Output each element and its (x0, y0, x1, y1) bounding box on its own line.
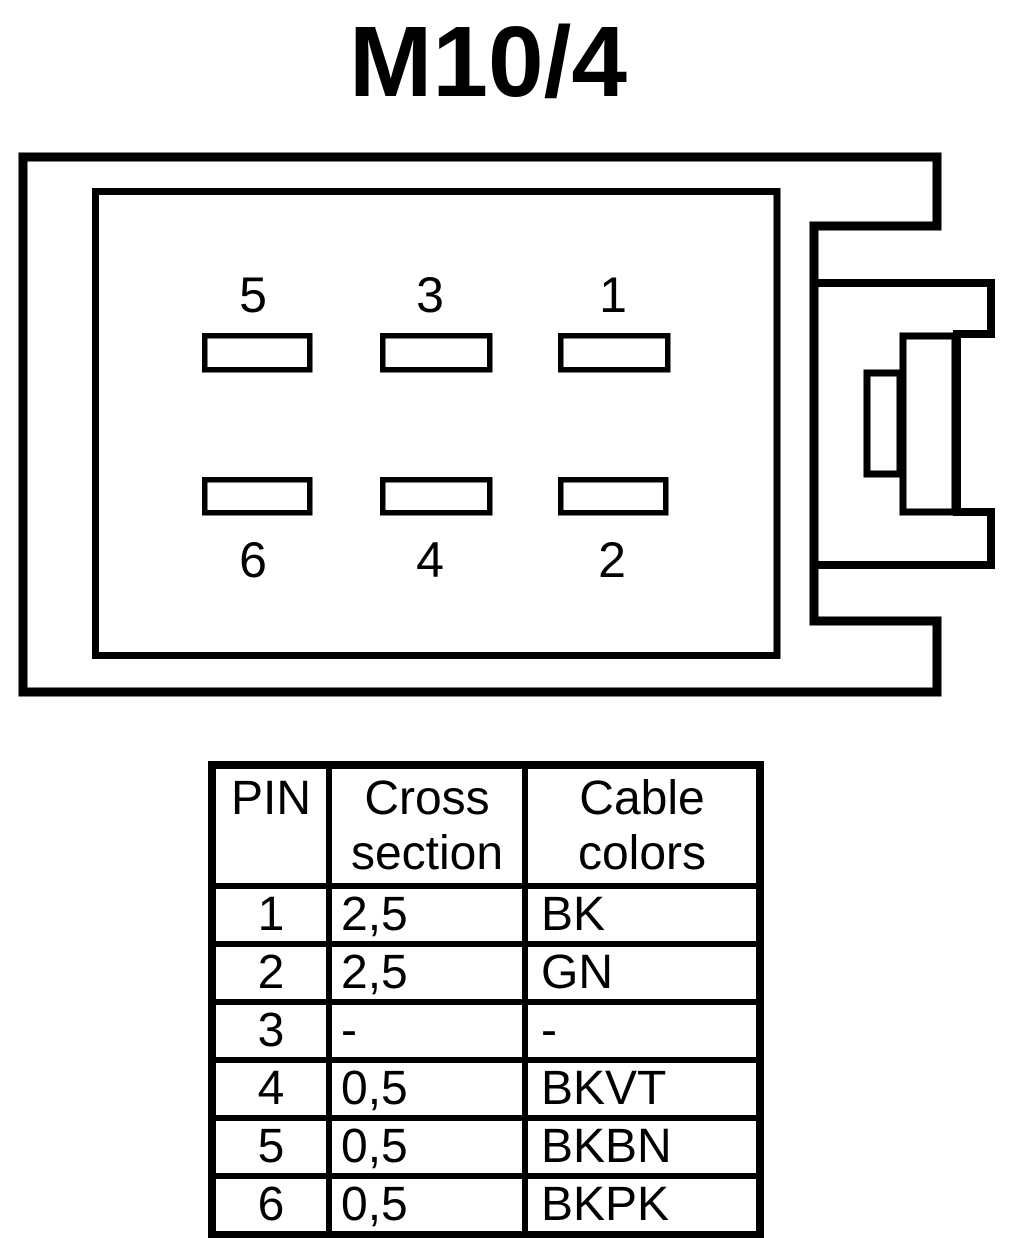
cell-pin: 1 (209, 883, 332, 947)
pin-slot-5 (201, 332, 313, 373)
pin-label-3: 3 (416, 267, 444, 323)
pin-label-4: 4 (416, 532, 444, 588)
cell-pin: 6 (209, 1173, 332, 1238)
cell-cable-color: BK (522, 883, 763, 947)
pin-slot-4 (379, 476, 493, 516)
table-row: 3 - - (209, 999, 763, 1063)
pin-label-1: 1 (599, 267, 627, 323)
cell-cross-section: - (326, 999, 528, 1063)
connector-body-outline (18, 152, 942, 697)
table-row: 1 2,5 BK (209, 883, 763, 947)
pin-slot-1 (557, 332, 671, 373)
table-row: 6 0,5 BKPK (209, 1173, 763, 1238)
pin-table-header-color: Cable colors (522, 762, 763, 889)
pin-table: PIN Cross section Cable colors 1 2,5 BK … (208, 761, 764, 1238)
table-row: 4 0,5 BKVT (209, 1057, 763, 1121)
header-row: PIN Cross section Cable colors (209, 762, 763, 889)
pin-slot-3 (379, 332, 493, 373)
pin-slot-2 (557, 476, 669, 516)
pin-table-header-cross: Cross section (326, 762, 528, 889)
cell-pin: 2 (209, 941, 332, 1005)
cell-cable-color: BKBN (522, 1115, 763, 1179)
cell-cross-section: 2,5 (326, 941, 528, 1005)
table-row: 2 2,5 GN (209, 941, 763, 1005)
pin-label-5: 5 (239, 267, 267, 323)
cell-pin: 4 (209, 1057, 332, 1121)
cell-cross-section: 0,5 (326, 1057, 528, 1121)
page-title: M10/4 (349, 6, 627, 118)
cell-cable-color: GN (522, 941, 763, 1005)
cell-cable-color: BKPK (522, 1173, 763, 1238)
connector-inner-face (92, 188, 781, 659)
latch-tab (863, 369, 904, 478)
cell-cross-section: 0,5 (326, 1115, 528, 1179)
latch-plate (899, 332, 959, 516)
connector-diagram: 5 3 1 6 4 2 (18, 152, 995, 697)
cell-pin: 5 (209, 1115, 332, 1179)
cell-pin: 3 (209, 999, 332, 1063)
cell-cross-section: 2,5 (326, 883, 528, 947)
pin-table-header-pin: PIN (209, 762, 332, 889)
pin-label-2: 2 (598, 532, 626, 588)
cell-cable-color: - (522, 999, 763, 1063)
cell-cross-section: 0,5 (326, 1173, 528, 1238)
table-row: 5 0,5 BKBN (209, 1115, 763, 1179)
cell-cable-color: BKVT (522, 1057, 763, 1121)
pin-slot-6 (201, 476, 313, 516)
pin-label-6: 6 (239, 532, 267, 588)
